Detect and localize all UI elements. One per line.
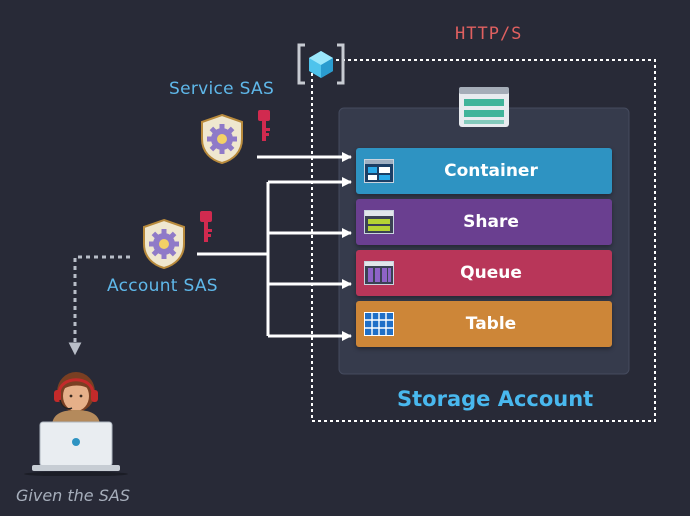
queue-service-bar: Queue (356, 250, 612, 296)
account-sas-label: Account SAS (107, 276, 218, 296)
container-service-bar: Container (356, 148, 612, 194)
account-sas-connector (197, 177, 352, 341)
storage-account-title: Storage Account (397, 387, 594, 411)
queue-label: Queue (460, 263, 522, 283)
http-label: HTTP/S (455, 24, 523, 44)
service-sas-gear-icon (201, 113, 243, 165)
container-label: Container (444, 161, 538, 181)
account-sas-gear-icon (143, 218, 185, 270)
service-sas-key-icon (258, 110, 270, 141)
share-label: Share (463, 212, 519, 232)
given-sas-label: Given the SAS (16, 486, 130, 505)
account-sas-key-icon (200, 211, 212, 242)
queue-icon (364, 261, 394, 285)
network-boundary (311, 59, 656, 422)
table-label: Table (465, 314, 517, 334)
file-share-icon (364, 210, 394, 234)
table-icon (364, 312, 394, 336)
storage-account-icon (459, 87, 509, 127)
share-service-bar: Share (356, 199, 612, 245)
virtual-network-icon (297, 43, 345, 85)
share-sas-arrow (68, 255, 130, 356)
table-service-bar: Table (356, 301, 612, 347)
user-laptop-icon (24, 372, 128, 476)
container-icon (364, 159, 394, 183)
service-sas-label: Service SAS (169, 79, 275, 99)
